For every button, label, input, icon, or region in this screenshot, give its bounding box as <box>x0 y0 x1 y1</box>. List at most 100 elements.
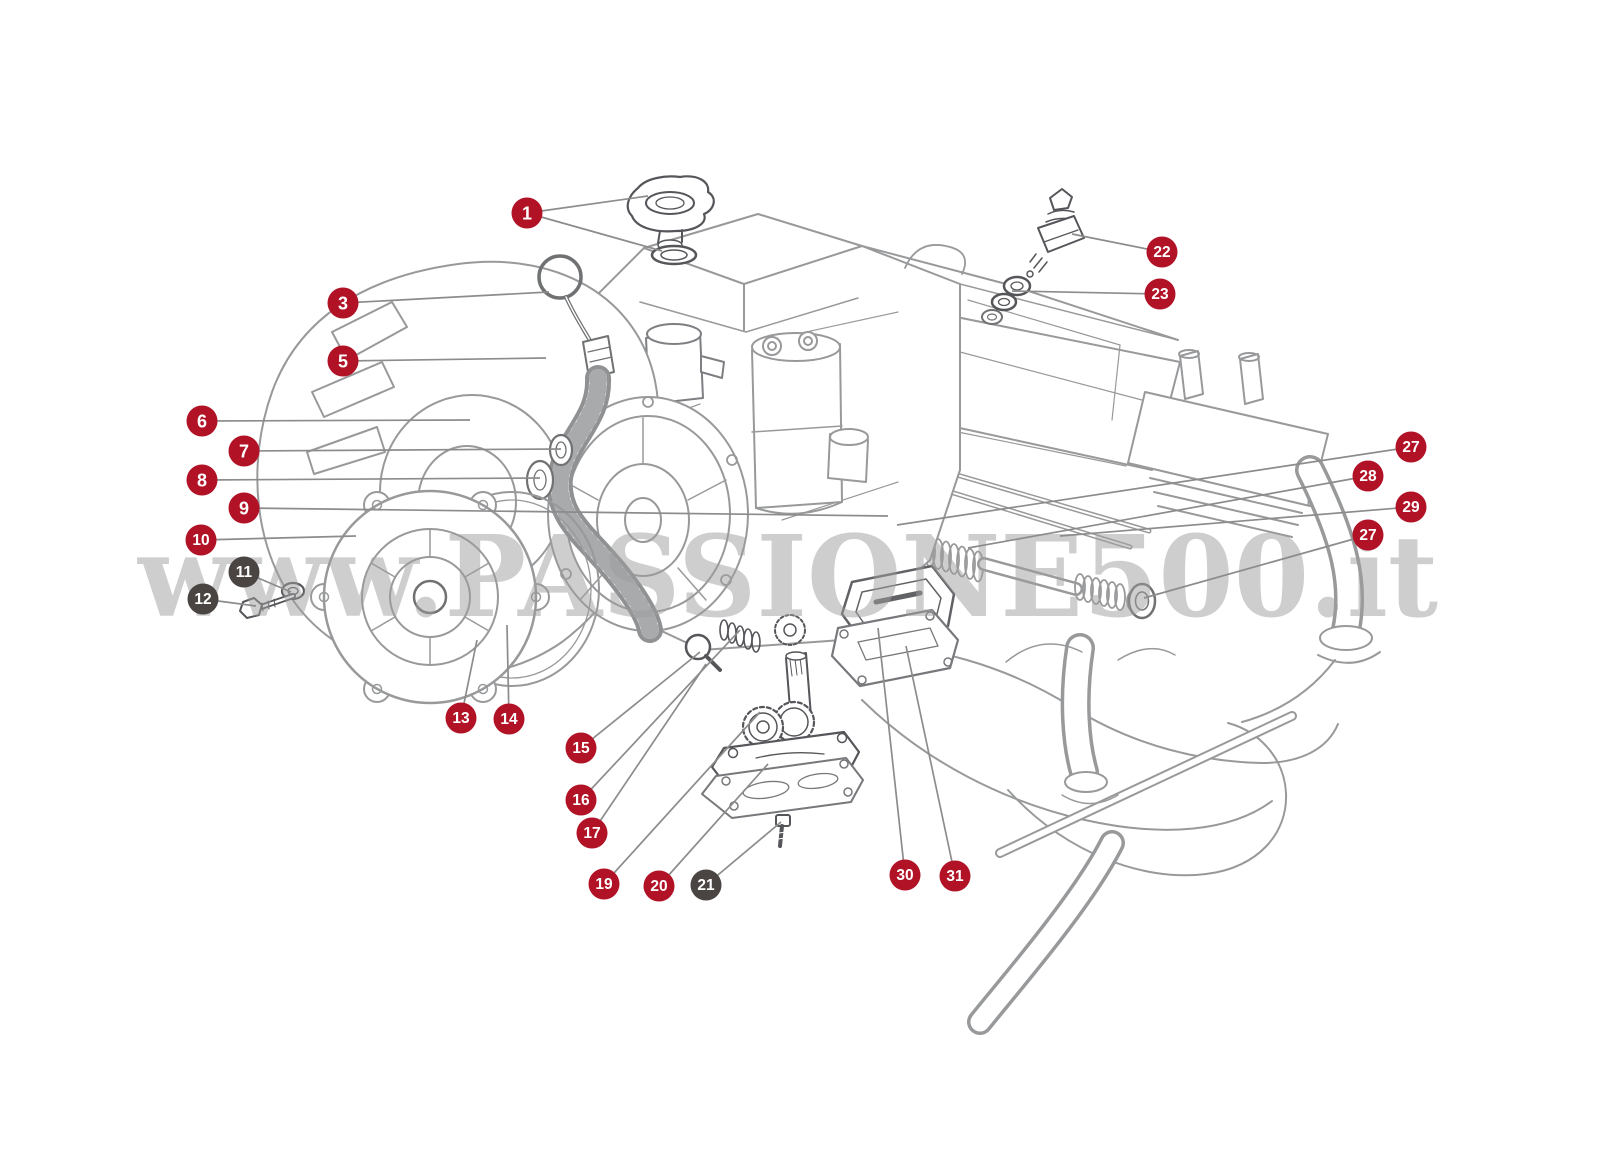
part-badge-29: 29 <box>1395 491 1427 523</box>
badge-number-22: 22 <box>1153 244 1170 261</box>
part-badge-15: 15 <box>565 732 597 764</box>
oil-filler-cap-drawing <box>626 175 715 266</box>
leader-line-31 <box>905 645 956 877</box>
badge-circle-1 <box>511 197 543 229</box>
leader-line-1 <box>526 195 649 214</box>
part-badge-5: 5 <box>327 345 359 377</box>
badge-circle-7 <box>228 435 260 467</box>
breather-drawing <box>645 323 725 405</box>
leader-line-9 <box>243 507 889 517</box>
part-badge-19: 19 <box>588 868 620 900</box>
badge-number-8: 8 <box>197 471 207 491</box>
badge-number-28: 28 <box>1359 468 1377 485</box>
badge-number-11: 11 <box>236 564 253 581</box>
leader-line-8 <box>201 477 541 481</box>
badge-circle-20 <box>643 870 675 902</box>
badge-circle-29 <box>1395 491 1427 523</box>
leader-line-29 <box>1059 506 1412 537</box>
badge-circle-23 <box>1144 278 1176 310</box>
badge-number-10: 10 <box>192 532 209 549</box>
part-badge-9: 9 <box>228 492 260 524</box>
badge-number-17: 17 <box>583 825 600 842</box>
badge-number-9: 9 <box>239 499 249 519</box>
badge-circle-9 <box>228 492 260 524</box>
badge-circle-22 <box>1146 236 1178 268</box>
part-badge-21: 21 <box>690 869 722 901</box>
badge-circle-14 <box>493 703 525 735</box>
badge-circle-5 <box>327 345 359 377</box>
leader-line-16 <box>580 629 741 801</box>
part-badge-17: 17 <box>576 817 608 849</box>
badge-number-3: 3 <box>338 294 348 314</box>
part-badge-31: 31 <box>939 860 971 892</box>
badge-number-29: 29 <box>1402 499 1420 516</box>
badge-circle-12 <box>187 583 219 615</box>
badge-number-12: 12 <box>194 591 211 608</box>
badge-circle-10 <box>185 524 217 556</box>
badge-number-13: 13 <box>452 710 470 727</box>
badge-circle-11 <box>228 556 260 588</box>
badge-number-27b: 27 <box>1359 527 1376 544</box>
badge-number-7: 7 <box>239 442 249 462</box>
part-badge-22: 22 <box>1146 236 1178 268</box>
badge-number-19: 19 <box>595 876 613 893</box>
part-badge-1: 1 <box>511 197 543 229</box>
part-badge-8: 8 <box>186 464 218 496</box>
badge-circle-27a <box>1395 431 1427 463</box>
badge-number-6: 6 <box>197 412 207 432</box>
badge-circle-13 <box>445 702 477 734</box>
part-badge-30: 30 <box>889 859 921 891</box>
spark-plug-drawing <box>981 188 1085 325</box>
badge-number-27a: 27 <box>1402 439 1419 456</box>
leader-line-5 <box>342 357 547 362</box>
part-badge-27b: 27 <box>1352 519 1384 551</box>
leader-lines-layer <box>200 195 1412 887</box>
leader-line-30 <box>877 627 906 876</box>
badge-circle-28 <box>1352 460 1384 492</box>
badge-circle-30 <box>889 859 921 891</box>
part-badge-27a: 27 <box>1395 431 1427 463</box>
leader-line-6 <box>201 419 471 422</box>
badge-circle-17 <box>576 817 608 849</box>
cam-drive-parts-drawing <box>684 614 806 672</box>
badge-number-1: 1 <box>522 204 532 224</box>
part-badge-13: 13 <box>445 702 477 734</box>
badge-circle-3 <box>327 287 359 319</box>
leader-line-14 <box>506 624 510 720</box>
oil-pump-drawing <box>701 651 864 848</box>
part-badge-6: 6 <box>186 405 218 437</box>
badge-number-16: 16 <box>572 792 590 809</box>
badge-number-20: 20 <box>650 878 667 895</box>
leader-line-21 <box>705 821 782 886</box>
part-badge-20: 20 <box>643 870 675 902</box>
site-watermark: www.PASSIONE500.it <box>137 512 1438 643</box>
part-badge-3: 3 <box>327 287 359 319</box>
badge-number-5: 5 <box>338 352 348 372</box>
sump-and-exhaust-drawing <box>854 633 1339 1035</box>
part-badge-16: 16 <box>565 784 597 816</box>
leader-line-7 <box>243 448 562 452</box>
badge-circle-8 <box>186 464 218 496</box>
badge-circle-27b <box>1352 519 1384 551</box>
badge-number-14: 14 <box>500 711 518 728</box>
spacer-seals-drawing <box>525 433 574 501</box>
timing-cover-assembly-drawing <box>239 489 600 705</box>
badge-circle-31 <box>939 860 971 892</box>
badge-number-15: 15 <box>572 740 590 757</box>
badge-circle-6 <box>186 405 218 437</box>
leader-line-19 <box>603 711 761 885</box>
badge-circle-21 <box>690 869 722 901</box>
part-badge-12: 12 <box>187 583 219 615</box>
leader-line-27a <box>896 446 1412 526</box>
leader-line-17 <box>591 663 707 834</box>
leader-line-20 <box>658 763 769 887</box>
badge-circle-16 <box>565 784 597 816</box>
leader-line-1-1 <box>526 212 663 252</box>
leader-line-10 <box>200 535 357 541</box>
part-badge-10: 10 <box>185 524 217 556</box>
leader-line-23 <box>1011 290 1161 295</box>
oil-filter-canister-drawing <box>751 331 869 515</box>
badge-number-30: 30 <box>896 867 913 884</box>
